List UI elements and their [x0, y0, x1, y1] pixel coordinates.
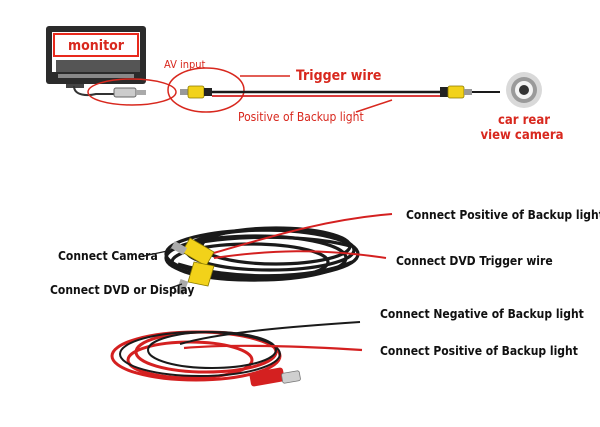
positive-backup-label: Positive of Backup light	[238, 110, 364, 124]
monitor-cable	[73, 85, 128, 96]
av-input-plug	[113, 87, 146, 98]
camera-label-line2: view camera	[480, 128, 563, 143]
rear-camera	[506, 72, 542, 108]
connect-positive-top-label: Connect Positive of Backup light	[406, 208, 600, 222]
rca-plug-left	[180, 85, 212, 99]
red-positive-wire	[209, 213, 393, 255]
monitor-label: monitor	[68, 38, 125, 54]
connect-positive-bottom-label: Connect Positive of Backup light	[380, 344, 578, 358]
av-input-highlight	[87, 78, 177, 106]
camera-label-line1: car rear	[498, 113, 550, 128]
red-trigger-wire	[213, 250, 387, 259]
connect-display-pointer	[169, 283, 183, 289]
av-input-label: AV input	[164, 58, 206, 71]
connect-dvd-display-label: Connect DVD or Display	[50, 283, 194, 297]
rca-plug-right	[440, 85, 472, 99]
monitor-device	[46, 26, 146, 88]
trigger-wire-label: Trigger wire	[296, 68, 381, 84]
connect-negative-label: Connect Negative of Backup light	[380, 307, 584, 321]
dc-power-plug	[249, 367, 301, 387]
power-cable-coil	[110, 321, 363, 382]
trigger-wire-highlight	[167, 67, 245, 113]
connect-dvd-trigger-label: Connect DVD Trigger wire	[396, 254, 553, 268]
connect-camera-pointer	[143, 249, 173, 257]
positive-backup-pointer	[355, 99, 393, 113]
rca-plug-display	[175, 261, 215, 295]
connect-camera-label: Connect Camera	[58, 249, 158, 263]
